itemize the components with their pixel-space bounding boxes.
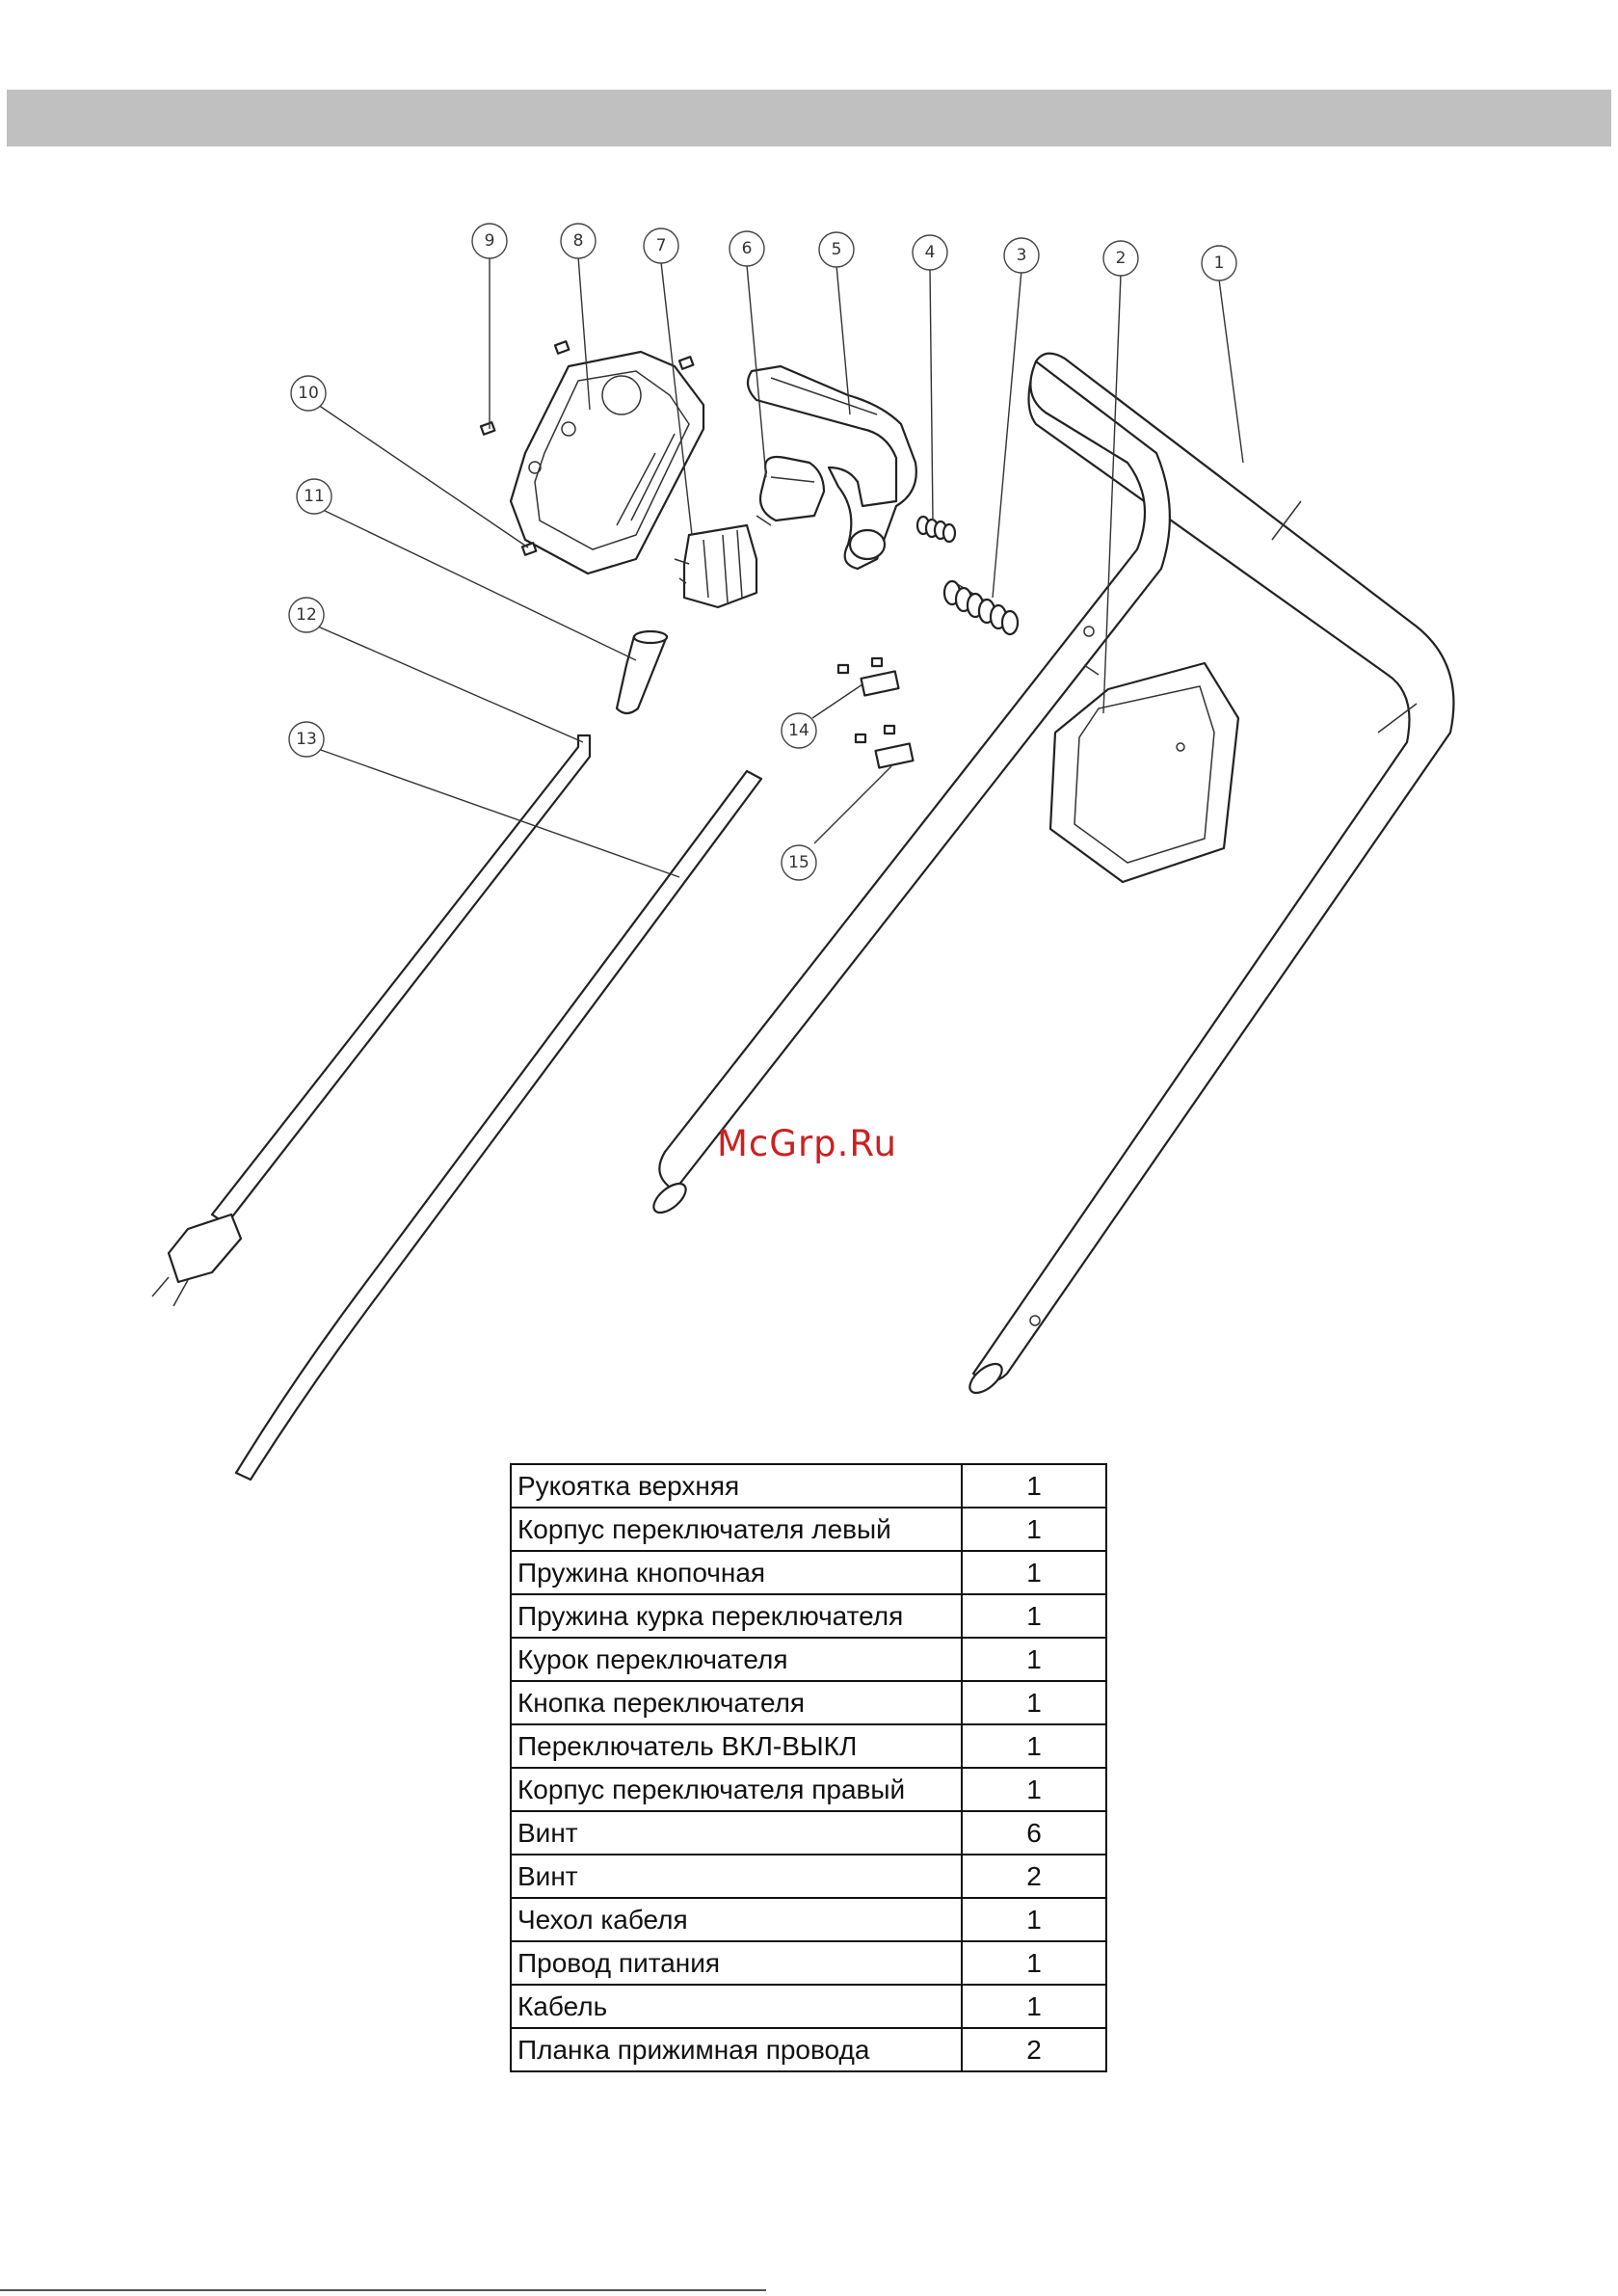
- part-qty: 2: [961, 1854, 1107, 1899]
- part-power-cord: [151, 734, 592, 1307]
- section-header-bar: [7, 90, 1611, 147]
- part-name: Чехол кабеля: [510, 1897, 963, 1942]
- callout-label: 3: [1017, 246, 1027, 265]
- part-qty: 1: [961, 1897, 1107, 1942]
- part-cable-sleeve: [615, 629, 669, 715]
- part-qty: 1: [961, 1550, 1107, 1595]
- part-name: Винт: [510, 1854, 963, 1899]
- part-name: Планка прижимная провода: [510, 2027, 963, 2072]
- callout-label: 5: [832, 240, 842, 259]
- callout-label: 12: [296, 605, 317, 625]
- part-on-off-switch: [674, 523, 758, 609]
- callout-label: 2: [1116, 249, 1127, 268]
- part-qty: 1: [961, 1940, 1107, 1986]
- part-name: Корпус переключателя правый: [510, 1767, 963, 1812]
- part-name: Кабель: [510, 1984, 963, 2029]
- callouts: 1 2 3 4 5 6 7 8 9 10 11 12 13 14 15: [288, 223, 1237, 881]
- callout-label: 8: [573, 231, 584, 251]
- part-name: Переключатель ВКЛ-ВЫКЛ: [510, 1723, 963, 1769]
- callout-label: 9: [485, 231, 495, 251]
- part-switch-button: [756, 455, 826, 526]
- part-qty: 6: [961, 1810, 1107, 1855]
- part-clamp-plates: [836, 656, 915, 769]
- part-upper-handle: [652, 352, 1455, 1395]
- part-qty: 1: [961, 1767, 1107, 1812]
- part-qty: 1: [961, 1680, 1107, 1725]
- part-name: Пружина курка переключателя: [510, 1593, 963, 1639]
- callout-label: 13: [296, 730, 317, 749]
- callout-label: 7: [656, 236, 667, 255]
- callout-label: 14: [788, 721, 809, 740]
- part-qty: 2: [961, 2027, 1107, 2072]
- part-screws-9: [479, 340, 695, 556]
- part-name: Курок переключателя: [510, 1637, 963, 1682]
- part-name: Провод питания: [510, 1940, 963, 1986]
- callout-label: 11: [304, 487, 325, 506]
- watermark: McGrp.Ru: [717, 1123, 897, 1164]
- callout-label: 4: [925, 243, 936, 262]
- part-switch-housing-left: [1048, 661, 1240, 884]
- part-button-spring: [942, 579, 1020, 636]
- part-name: Винт: [510, 1810, 963, 1855]
- footer-divider: [0, 2289, 766, 2291]
- part-qty: 1: [961, 1507, 1107, 1552]
- part-qty: 1: [961, 1593, 1107, 1639]
- part-switch-housing-right: [509, 350, 705, 575]
- callout-label: 10: [298, 384, 319, 403]
- part-name: Рукоятка верхняя: [510, 1463, 963, 1508]
- callout-label: 1: [1214, 254, 1225, 273]
- callout-label: 15: [788, 853, 809, 872]
- part-qty: 1: [961, 1637, 1107, 1682]
- part-qty: 1: [961, 1723, 1107, 1769]
- part-trigger: [746, 364, 917, 571]
- leader-lines: [317, 255, 1244, 878]
- part-cable: [234, 769, 763, 1482]
- part-qty: 1: [961, 1463, 1107, 1508]
- callout-label: 6: [742, 239, 753, 258]
- part-name: Пружина кнопочная: [510, 1550, 963, 1595]
- part-qty: 1: [961, 1984, 1107, 2029]
- part-name: Кнопка переключателя: [510, 1680, 963, 1725]
- part-name: Корпус переключателя левый: [510, 1507, 963, 1552]
- part-trigger-spring: [915, 515, 957, 544]
